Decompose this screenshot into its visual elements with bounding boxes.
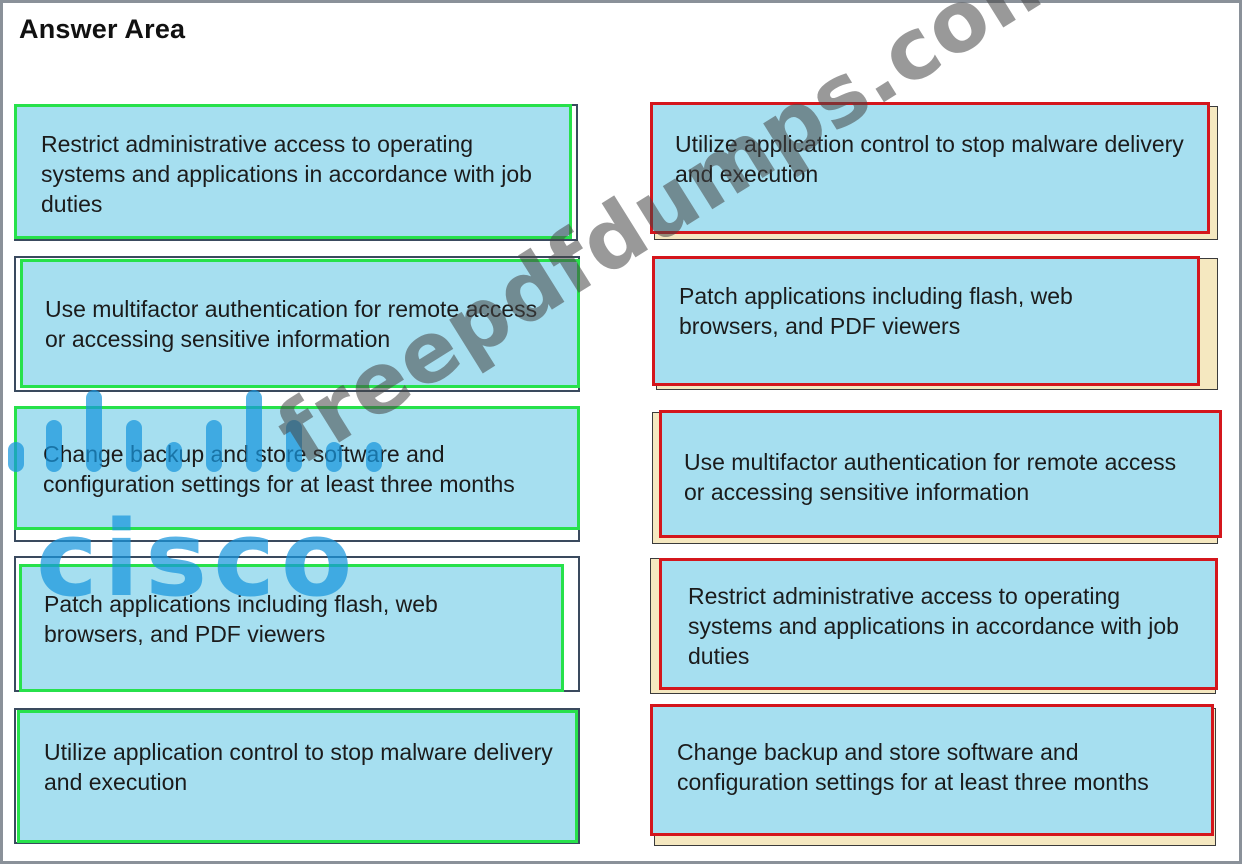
right-item-label: Restrict administrative access to operat…: [659, 558, 1218, 690]
left-item-label: Utilize application control to stop malw…: [17, 710, 578, 843]
left-item-1[interactable]: Restrict administrative access to operat…: [14, 104, 580, 242]
right-item-3[interactable]: Use multifactor authentication for remot…: [652, 408, 1222, 544]
right-item-4[interactable]: Restrict administrative access to operat…: [650, 556, 1220, 694]
cisco-watermark-text: cisco: [36, 498, 359, 620]
left-item-label: Use multifactor authentication for remot…: [20, 259, 580, 388]
right-item-1[interactable]: Utilize application control to stop malw…: [650, 102, 1218, 240]
left-item-5[interactable]: Utilize application control to stop malw…: [14, 708, 580, 846]
left-item-2[interactable]: Use multifactor authentication for remot…: [14, 256, 582, 394]
left-item-4[interactable]: Patch applications including flash, web …: [14, 556, 580, 694]
right-item-label: Patch applications including flash, web …: [652, 256, 1200, 386]
right-item-2[interactable]: Patch applications including flash, web …: [652, 256, 1218, 390]
right-item-5[interactable]: Change backup and store software and con…: [650, 704, 1218, 846]
left-item-label: Restrict administrative access to operat…: [14, 104, 572, 239]
left-item-label: Patch applications including flash, web …: [19, 564, 564, 692]
right-item-label: Change backup and store software and con…: [650, 704, 1214, 836]
right-item-label: Utilize application control to stop malw…: [650, 102, 1210, 234]
answer-area-title: Answer Area: [19, 14, 186, 44]
right-item-label: Use multifactor authentication for remot…: [659, 410, 1222, 538]
